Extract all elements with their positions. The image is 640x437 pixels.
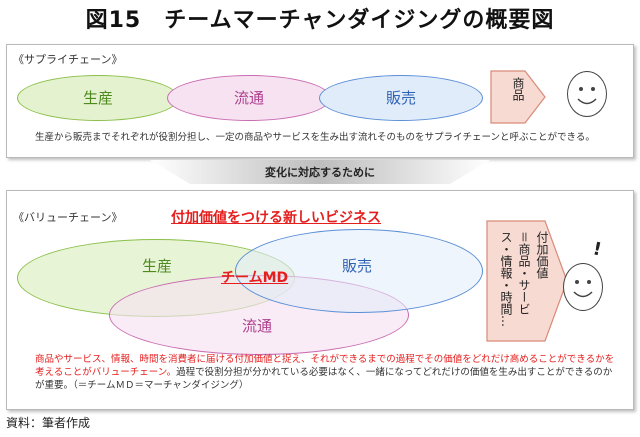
value-sales-ellipse [235,229,483,313]
supply-chain-panel: 《サプライチェーン》 生産 流通 販売 商品 生産から販売までそれぞれが役割分担… [6,44,634,158]
value-chain-panel: 《バリューチェーン》 付加価値をつける新しいビジネス 生産 販売 流通 チームM… [6,190,634,410]
value-chain-label: 《バリューチェーン》 [13,211,123,224]
value-production-label: 生産 [141,257,172,275]
source-note: 資料：筆者作成 [6,416,91,430]
exclamation-icon: ! [590,238,604,261]
supply-distribution-ellipse [167,75,331,121]
supply-distribution-label: 流通 [233,89,264,107]
value-distribution-label: 流通 [241,317,272,335]
smiley-face-icon [567,71,607,117]
value-arrow-col1: 付加価値 [535,231,549,279]
value-chain-headline: 付加価値をつける新しいビジネス [171,210,381,226]
arrow-right-icon [486,220,568,342]
transition-banner-text: 変化に対応するために [265,166,375,179]
down-banner-icon [150,160,490,184]
supply-production-label: 生産 [82,89,113,107]
arrow-right-icon [490,70,546,124]
value-chain-description: 商品やサービス、情報、時間を消費者に届ける付加価値と捉え、それができるまでの過程… [35,353,615,392]
supply-arrow-text: 商品 [511,77,525,101]
smiley-face-icon [563,263,603,311]
supply-chain-description: 生産から販売までそれぞれが役割分担し、一定の商品やサービスを生み出す流れそのもの… [35,132,595,143]
value-sales-label: 販売 [341,257,372,275]
supply-production-ellipse [17,75,179,121]
value-arrow-col3: ス・情報・時間… [499,231,513,327]
supply-sales-label: 販売 [385,89,416,107]
value-description-red: 商品やサービス、情報、時間を消費者に届ける付加価値と捉え、それができるまでの過程… [35,354,615,378]
supply-sales-ellipse [319,75,483,121]
value-description-black: 過程で役割分担が分かれている必要はなく、一緒になってどれだけの価値を生み出すこと… [35,367,613,391]
value-arrow-col2: ＝商品・サービ [517,231,531,316]
team-md-label: チームMD [221,270,289,286]
supply-chain-label: 《サプライチェーン》 [13,53,123,66]
figure-title: 図15 チームマーチャンダイジングの概要図 [85,8,555,33]
